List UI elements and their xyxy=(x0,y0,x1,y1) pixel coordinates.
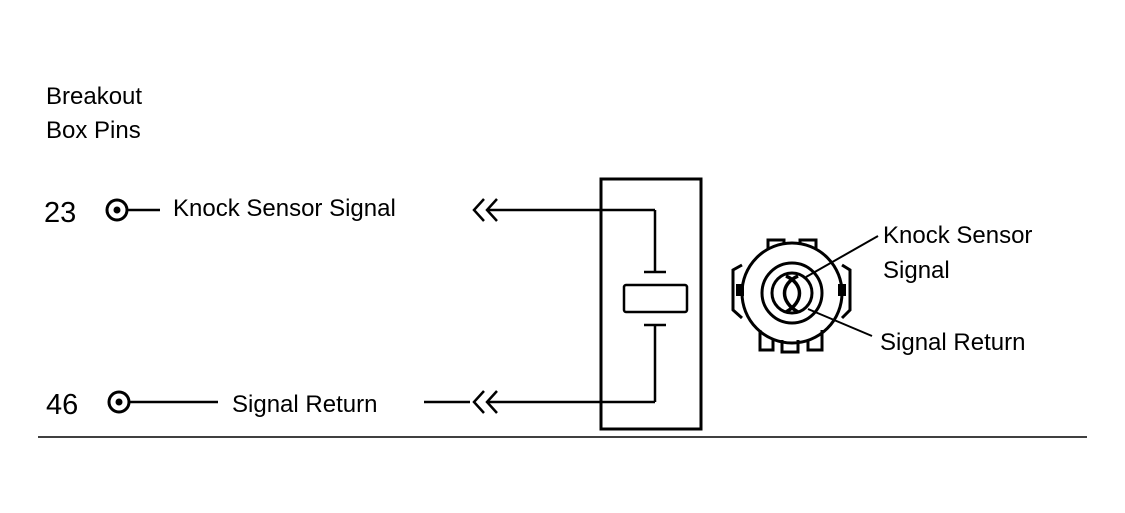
heading-line-1: Breakout xyxy=(46,83,142,110)
sensor-connector-face-icon xyxy=(731,238,852,354)
pin-23-terminal-icon xyxy=(105,198,129,222)
pin-46-number: 46 xyxy=(46,389,78,421)
return-callout-line xyxy=(807,308,873,337)
pin-23-label: Knock Sensor Signal xyxy=(173,195,396,222)
piezo-element-icon xyxy=(622,210,689,402)
pin-46-terminal-icon xyxy=(107,390,131,414)
callout-signal-line-2: Signal xyxy=(883,257,950,284)
pin-23-number: 23 xyxy=(44,197,76,229)
knock-sensor-box xyxy=(599,177,703,431)
callout-signal-line-1: Knock Sensor xyxy=(883,222,1032,249)
pin-46-label: Signal Return xyxy=(232,391,377,418)
signal-callout-line xyxy=(805,235,879,278)
callout-return: Signal Return xyxy=(880,329,1025,356)
heading-line-2: Box Pins xyxy=(46,117,141,144)
